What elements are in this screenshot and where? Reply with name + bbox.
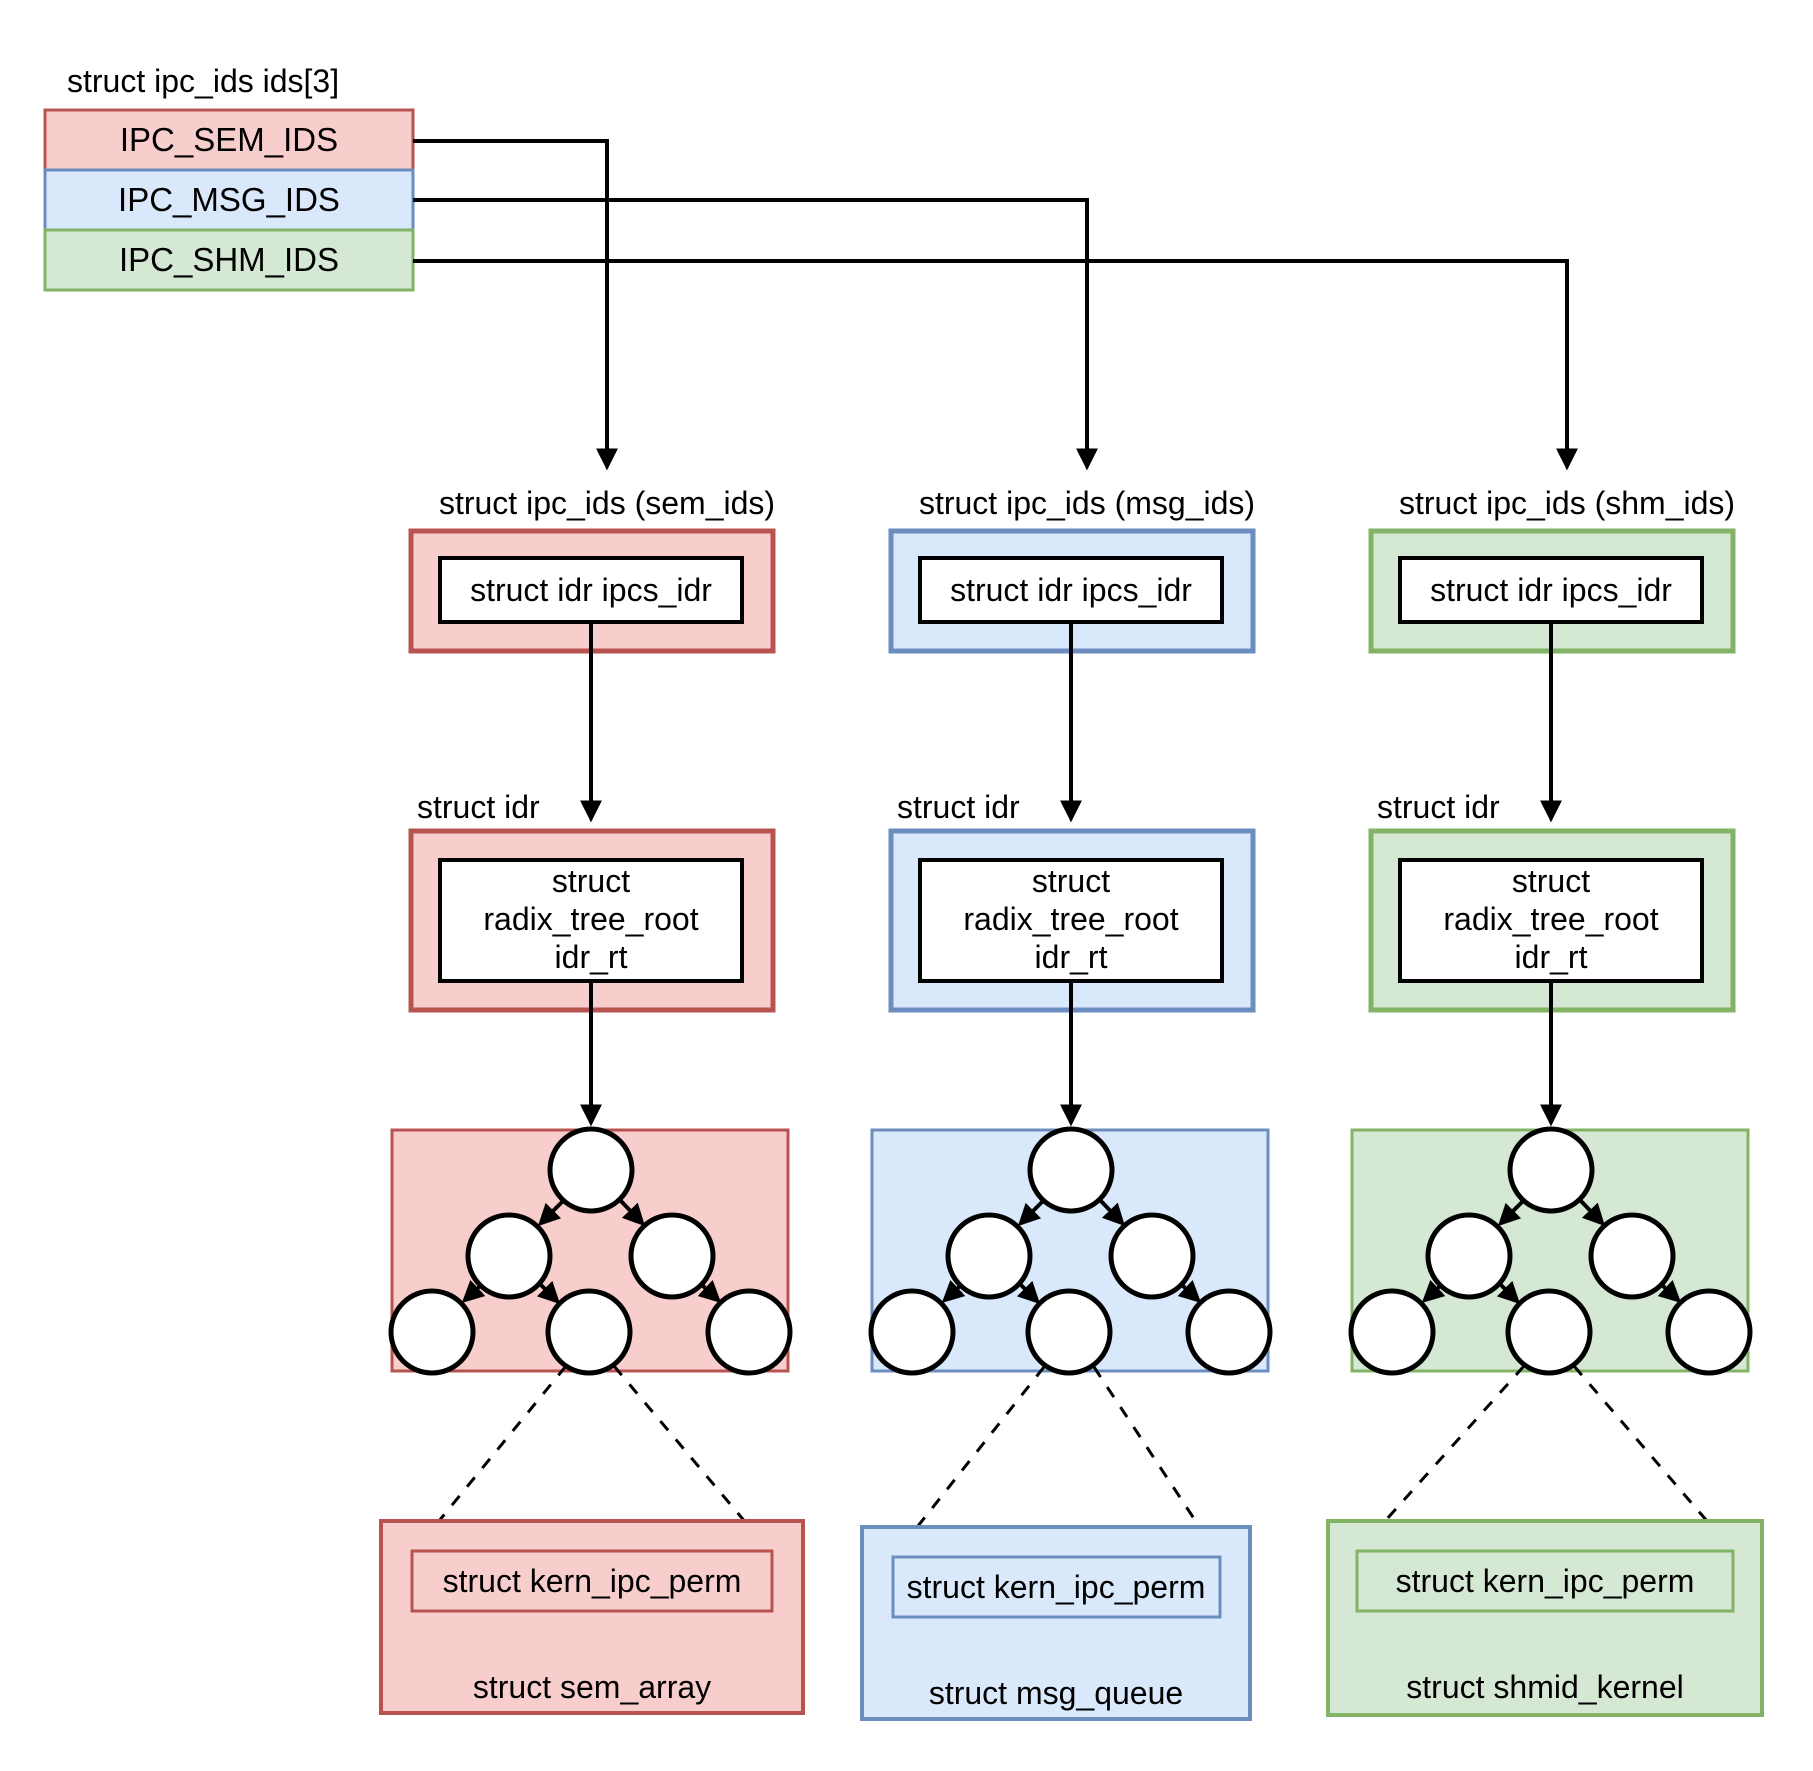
- sem-radix-line2: radix_tree_root: [483, 901, 698, 937]
- shm-type-label: struct shmid_kernel: [1406, 1669, 1683, 1705]
- sem-radix-line3: idr_rt: [555, 939, 628, 975]
- arrow-sem-legend-to-column: [413, 139, 618, 471]
- shm-tree-edge: [1657, 1279, 1682, 1304]
- sem-ipcs-idr-label: struct idr ipcs_idr: [470, 572, 712, 608]
- msg-radix-line3: idr_rt: [1035, 939, 1108, 975]
- sem-tree-node: [388, 1288, 476, 1376]
- msg-tree-edge: [1017, 1198, 1046, 1227]
- msg-kern-ipc-perm-box: [891, 1555, 1222, 1619]
- msg-dashed-link-left: [893, 1366, 1046, 1556]
- msg-ipcs-idr-label: struct idr ipcs_idr: [950, 572, 1192, 608]
- shm-radix-line2: radix_tree_root: [1443, 901, 1658, 937]
- sem-radix-line1: struct: [552, 863, 630, 899]
- sem-tree-node-root: [547, 1126, 635, 1214]
- sem-idr-label: struct idr: [417, 789, 540, 825]
- msg-tree-edge: [1177, 1279, 1202, 1304]
- shm-dashed-link-left: [1358, 1364, 1526, 1551]
- sem-tree-edge: [697, 1279, 722, 1304]
- arrow-msg-legend-to-column: [413, 198, 1098, 471]
- sem-tree-edge: [537, 1198, 566, 1227]
- msg-idr-label: struct idr: [897, 789, 1020, 825]
- legend-row-msg: [43, 168, 415, 232]
- msg-tree-node: [1108, 1212, 1196, 1300]
- legend-row-sem: [43, 108, 415, 172]
- shm-tree-edge: [1421, 1279, 1446, 1304]
- msg-tree-node: [1025, 1288, 1113, 1376]
- shm-ipcs-idr-label: struct idr ipcs_idr: [1430, 572, 1672, 608]
- sem-type-label: struct sem_array: [473, 1669, 711, 1705]
- legend-title: struct ipc_ids ids[3]: [67, 63, 339, 99]
- shm-radix-line3: idr_rt: [1515, 939, 1588, 975]
- shm-tree-node-root: [1507, 1126, 1595, 1214]
- sem-tree-edge: [618, 1198, 646, 1227]
- legend-row-sem-label: IPC_SEM_IDS: [120, 121, 338, 158]
- msg-tree-node: [945, 1212, 1033, 1300]
- column-msg: struct ipc_ids (msg_ids) struct idr ipcs…: [860, 485, 1273, 1721]
- arrow-shm-legend-to-column: [413, 259, 1578, 471]
- msg-type-label: struct msg_queue: [929, 1675, 1183, 1711]
- shm-tree-node: [1505, 1288, 1593, 1376]
- shm-dashed-link-right: [1572, 1365, 1733, 1550]
- sem-dashed-link-right: [612, 1365, 770, 1550]
- shm-tree-node: [1588, 1212, 1676, 1300]
- msg-tree-edge: [1016, 1280, 1041, 1305]
- msg-radix-line1: struct: [1032, 863, 1110, 899]
- sem-kern-ipc-perm-label: struct kern_ipc_perm: [443, 1563, 742, 1599]
- legend-row-msg-label: IPC_MSG_IDS: [118, 181, 340, 218]
- shm-tree-node: [1348, 1288, 1436, 1376]
- column-shm-header: struct ipc_ids (shm_ids): [1399, 485, 1735, 521]
- shm-tree-edge: [1578, 1198, 1606, 1227]
- msg-tree-node: [1185, 1288, 1273, 1376]
- shm-ipcs-idr-box: [1398, 556, 1704, 624]
- shm-radix-line1: struct: [1512, 863, 1590, 899]
- sem-tree-node: [628, 1212, 716, 1300]
- shm-tree-edge: [1497, 1198, 1526, 1227]
- sem-tree-edge: [536, 1280, 561, 1305]
- column-shm: struct ipc_ids (shm_ids) struct idr ipcs…: [1326, 485, 1764, 1717]
- sem-tree-node: [705, 1288, 793, 1376]
- shm-idr-label: struct idr: [1377, 789, 1500, 825]
- sem-tree-edge: [461, 1279, 486, 1304]
- legend-array: struct ipc_ids ids[3] IPC_SEM_IDS IPC_MS…: [43, 63, 415, 292]
- shm-radix-tree-root-box: [1398, 858, 1704, 983]
- shm-tree-node: [1665, 1288, 1753, 1376]
- shm-tree-node: [1425, 1212, 1513, 1300]
- sem-dashed-link-left: [414, 1365, 568, 1550]
- msg-ipcs-idr-box: [918, 556, 1224, 624]
- shm-kern-ipc-perm-label: struct kern_ipc_perm: [1396, 1563, 1695, 1599]
- sem-tree-node: [545, 1288, 633, 1376]
- column-sem-header: struct ipc_ids (sem_ids): [439, 485, 775, 521]
- legend-row-shm: [43, 228, 415, 292]
- msg-queue-box: [860, 1525, 1252, 1721]
- shmid-kernel-box: [1326, 1519, 1764, 1717]
- legend-row-shm-label: IPC_SHM_IDS: [119, 241, 339, 278]
- msg-tree-node: [868, 1288, 956, 1376]
- sem-kern-ipc-perm-box: [410, 1549, 774, 1613]
- msg-tree-node-root: [1027, 1126, 1115, 1214]
- column-sem: struct ipc_ids (sem_ids) struct idr ipcs…: [379, 485, 805, 1715]
- sem-tree-node: [465, 1212, 553, 1300]
- msg-kern-ipc-perm-label: struct kern_ipc_perm: [907, 1569, 1206, 1605]
- sem-radix-tree-root-box: [438, 858, 744, 983]
- msg-tree-edge: [1098, 1198, 1126, 1227]
- msg-radix-line2: radix_tree_root: [963, 901, 1178, 937]
- shm-tree-edge: [1496, 1280, 1521, 1305]
- msg-tree-edge: [941, 1279, 966, 1304]
- column-msg-header: struct ipc_ids (msg_ids): [919, 485, 1255, 521]
- shm-kern-ipc-perm-box: [1355, 1549, 1735, 1613]
- sem-array-box: [379, 1519, 805, 1715]
- msg-radix-tree-root-box: [918, 858, 1224, 983]
